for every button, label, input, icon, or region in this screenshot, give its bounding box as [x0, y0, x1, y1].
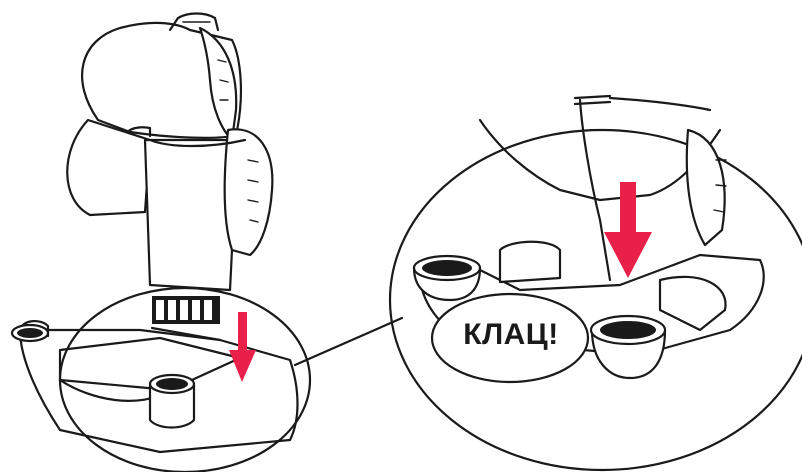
detail-highlight-circle [58, 286, 312, 472]
push-down-arrow-large [604, 182, 652, 278]
closeup-detail [388, 94, 802, 472]
closeup-circle [388, 128, 802, 472]
booster-seat [10, 12, 312, 472]
click-callout-bubble [430, 292, 590, 384]
click-sound-label: КЛАЦ! [463, 318, 559, 351]
seat-base [10, 320, 299, 454]
headrest [81, 12, 243, 142]
push-down-arrow-small [229, 312, 256, 382]
callout-connector-line [293, 316, 404, 367]
backrest [66, 118, 274, 292]
